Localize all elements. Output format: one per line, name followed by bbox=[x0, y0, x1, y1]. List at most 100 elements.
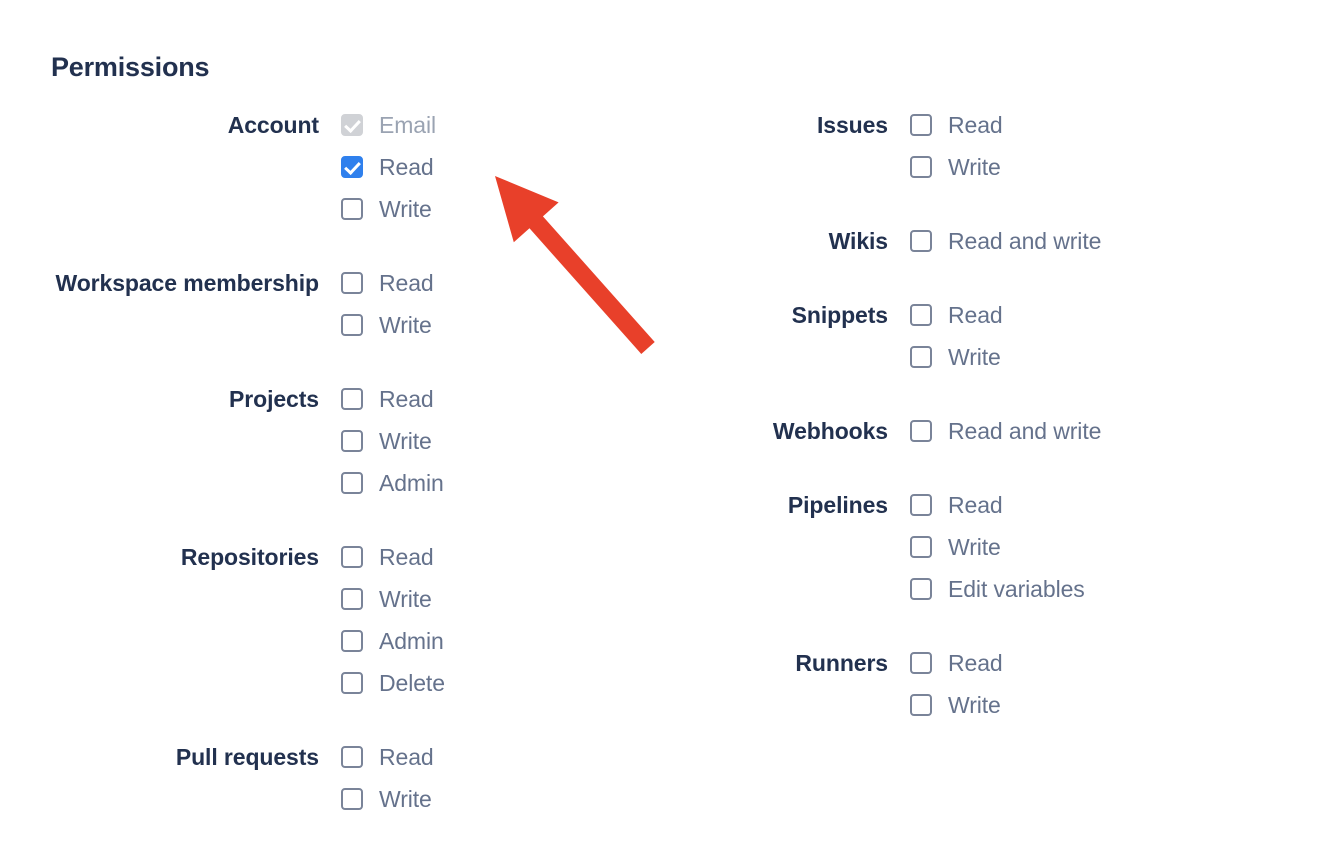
permission-option-label: Read bbox=[948, 302, 1003, 328]
checkbox-unchecked-icon[interactable] bbox=[910, 346, 932, 368]
checkbox-unchecked-icon[interactable] bbox=[341, 314, 363, 336]
checkbox-unchecked-icon[interactable] bbox=[341, 672, 363, 694]
checkbox-unchecked-icon[interactable] bbox=[910, 114, 932, 136]
permission-option-pipelines-edit-variables[interactable]: Edit variables bbox=[910, 568, 1322, 610]
permission-option-label: Read bbox=[379, 154, 434, 180]
checkbox-unchecked-icon[interactable] bbox=[341, 746, 363, 768]
permission-option-pull-requests-write[interactable]: Write bbox=[341, 778, 660, 820]
checkbox-unchecked-icon[interactable] bbox=[341, 272, 363, 294]
permission-group-label: Account bbox=[227, 112, 319, 138]
permission-option-issues-read[interactable]: Read bbox=[910, 104, 1322, 146]
permission-option-snippets-write[interactable]: Write bbox=[910, 336, 1322, 378]
permission-option-label: Read bbox=[379, 270, 434, 296]
permission-option-pull-requests-read[interactable]: Read bbox=[341, 736, 660, 778]
permission-option-workspace-membership-read[interactable]: Read bbox=[341, 262, 660, 304]
permission-option-label: Write bbox=[948, 534, 1001, 560]
permission-option-webhooks-read-and-write[interactable]: Read and write bbox=[910, 410, 1322, 452]
checkbox-unchecked-icon[interactable] bbox=[341, 198, 363, 220]
checkbox-unchecked-icon[interactable] bbox=[910, 694, 932, 716]
permission-option-label: Delete bbox=[379, 670, 445, 696]
permission-option-label: Edit variables bbox=[948, 576, 1085, 602]
permission-option-label: Write bbox=[948, 154, 1001, 180]
page-title: Permissions bbox=[51, 52, 210, 82]
permission-group-label: Pipelines bbox=[787, 492, 888, 518]
permission-option-workspace-membership-write[interactable]: Write bbox=[341, 304, 660, 346]
permission-group-label: Wikis bbox=[828, 228, 888, 254]
checkbox-checked-disabled-icon bbox=[341, 114, 363, 136]
permission-option-label: Read and write bbox=[948, 418, 1102, 444]
checkbox-checked-icon[interactable] bbox=[341, 156, 363, 178]
permission-option-label: Write bbox=[948, 344, 1001, 370]
permission-option-label: Write bbox=[379, 196, 432, 222]
checkbox-unchecked-icon[interactable] bbox=[341, 430, 363, 452]
permission-group-webhooks: Webhooks Read and write bbox=[660, 410, 1322, 452]
permission-option-account-read[interactable]: Read bbox=[341, 146, 660, 188]
permission-option-issues-write[interactable]: Write bbox=[910, 146, 1322, 188]
checkbox-unchecked-icon[interactable] bbox=[910, 652, 932, 674]
permission-option-wikis-read-and-write[interactable]: Read and write bbox=[910, 220, 1322, 262]
permission-option-label: Email bbox=[379, 112, 437, 138]
permission-option-label: Write bbox=[948, 692, 1001, 718]
permission-option-label: Admin bbox=[379, 628, 444, 654]
permission-option-projects-write[interactable]: Write bbox=[341, 420, 660, 462]
checkbox-unchecked-icon[interactable] bbox=[341, 630, 363, 652]
checkbox-unchecked-icon[interactable] bbox=[910, 494, 932, 516]
permission-option-account-write[interactable]: Write bbox=[341, 188, 660, 230]
checkbox-unchecked-icon[interactable] bbox=[341, 546, 363, 568]
checkbox-unchecked-icon[interactable] bbox=[341, 472, 363, 494]
permission-group-label: Issues bbox=[816, 112, 888, 138]
permission-option-pipelines-read[interactable]: Read bbox=[910, 484, 1322, 526]
checkbox-unchecked-icon[interactable] bbox=[910, 420, 932, 442]
checkbox-unchecked-icon[interactable] bbox=[910, 536, 932, 558]
permission-group-label: Workspace membership bbox=[55, 270, 320, 296]
permission-option-label: Write bbox=[379, 586, 432, 612]
permission-option-label: Read bbox=[379, 544, 434, 570]
permission-option-projects-admin[interactable]: Admin bbox=[341, 462, 660, 504]
permission-group-label: Snippets bbox=[791, 302, 888, 328]
permission-option-projects-read[interactable]: Read bbox=[341, 378, 660, 420]
checkbox-unchecked-icon[interactable] bbox=[341, 788, 363, 810]
permission-option-account-email[interactable]: Email bbox=[341, 104, 660, 146]
checkbox-unchecked-icon[interactable] bbox=[910, 578, 932, 600]
permission-option-label: Read and write bbox=[948, 228, 1102, 254]
permission-group-label: Pull requests bbox=[175, 744, 319, 770]
permission-option-label: Read bbox=[948, 112, 1003, 138]
permission-option-label: Write bbox=[379, 312, 432, 338]
permission-option-snippets-read[interactable]: Read bbox=[910, 294, 1322, 336]
permission-group-label: Webhooks bbox=[772, 418, 888, 444]
permission-option-repositories-admin[interactable]: Admin bbox=[341, 620, 660, 662]
checkbox-unchecked-icon[interactable] bbox=[910, 304, 932, 326]
permission-option-repositories-write[interactable]: Write bbox=[341, 578, 660, 620]
permission-group-label: Repositories bbox=[180, 544, 319, 570]
permission-option-runners-write[interactable]: Write bbox=[910, 684, 1322, 726]
permission-option-label: Read bbox=[948, 650, 1003, 676]
permission-group-wikis: Wikis Read and write bbox=[660, 220, 1322, 262]
permission-option-runners-read[interactable]: Read bbox=[910, 642, 1322, 684]
checkbox-unchecked-icon[interactable] bbox=[341, 588, 363, 610]
permission-option-label: Admin bbox=[379, 470, 444, 496]
permission-option-repositories-delete[interactable]: Delete bbox=[341, 662, 660, 704]
permission-group-label: Projects bbox=[229, 386, 319, 412]
permission-option-list: Read and write bbox=[910, 410, 1322, 452]
permission-option-repositories-read[interactable]: Read bbox=[341, 536, 660, 578]
permission-option-label: Read bbox=[379, 744, 434, 770]
checkbox-unchecked-icon[interactable] bbox=[341, 388, 363, 410]
checkbox-unchecked-icon[interactable] bbox=[910, 230, 932, 252]
checkbox-unchecked-icon[interactable] bbox=[910, 156, 932, 178]
permission-option-list: Read and write bbox=[910, 220, 1322, 262]
permission-option-pipelines-write[interactable]: Write bbox=[910, 526, 1322, 568]
